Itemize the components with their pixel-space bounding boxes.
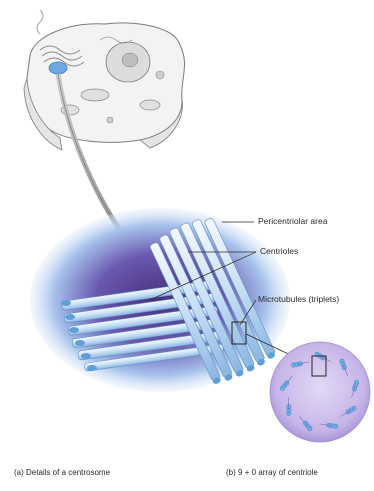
label-centrioles: Centrioles <box>260 246 298 256</box>
label-microtubules: Microtubules (triplets) <box>258 294 339 304</box>
centriole-cross-section <box>270 342 370 442</box>
label-pericentriolar-area: Pericentriolar area <box>258 216 327 226</box>
caption-b: (b) 9 + 0 array of centriole <box>226 468 318 477</box>
cell-illustration <box>24 10 185 150</box>
caption-a: (a) Details of a centrosome <box>14 468 110 477</box>
